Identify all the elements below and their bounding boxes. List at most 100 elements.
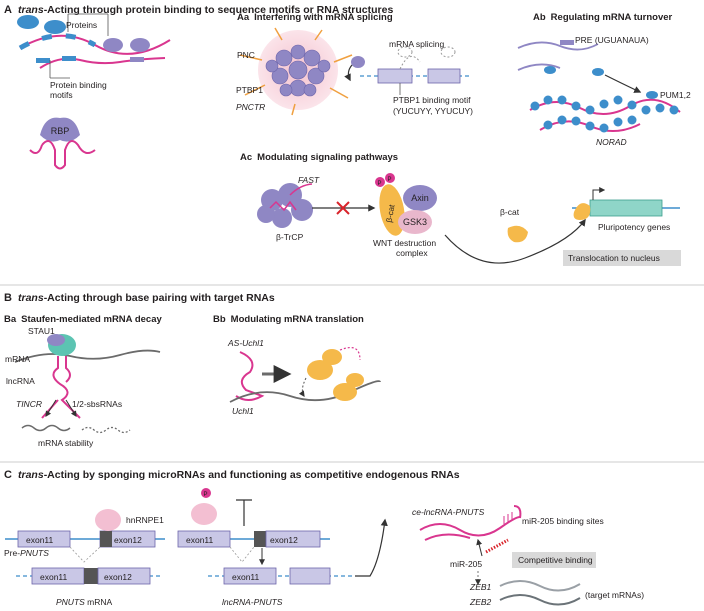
ce-pnuts-label: ce-lncRNA-PNUTS xyxy=(412,507,485,517)
ac-title: Modulating signaling pathways xyxy=(257,152,398,163)
p-label: P xyxy=(378,181,382,187)
exon-box xyxy=(377,68,413,84)
aa-letter: Aa xyxy=(237,12,250,23)
proteins-label: Proteins xyxy=(66,20,97,30)
protein-purple xyxy=(130,38,150,52)
bb-title: Modulating mRNA translation xyxy=(231,314,364,325)
lnc-pnuts-label: lncRNA-PNUTS xyxy=(222,597,283,607)
hnrnpe1-label: hnRNPE1 xyxy=(126,515,164,525)
complex-label-1: WNT destruction xyxy=(373,238,436,248)
tincr-label: TINCR xyxy=(16,399,42,409)
panel-c-cerna: ce-lncRNA-PNUTS miR-205 binding sites mi… xyxy=(412,505,644,607)
exon11-label: exon11 xyxy=(232,572,260,582)
pum-label: PUM1,2 xyxy=(660,90,691,100)
targets-label: (target mRNAs) xyxy=(585,590,644,600)
ac-letter: Ac xyxy=(240,152,252,163)
bcat-label: β-cat xyxy=(385,203,397,223)
hnrnpe1-protein xyxy=(95,509,121,531)
ab-title: Regulating mRNA turnover xyxy=(551,12,673,23)
panel-bb: Bb Modulating mRNA translation AS-Uchl1 U… xyxy=(213,314,381,416)
competitive-box xyxy=(512,552,596,568)
pnc-proteins xyxy=(265,44,331,97)
p-label: P xyxy=(388,177,392,183)
as-uchl1-label: AS-Uchl1 xyxy=(227,338,264,348)
exon12-label: exon12 xyxy=(270,535,298,545)
gsk3-protein xyxy=(398,210,432,234)
ptbp1-label: PTBP1 xyxy=(236,85,263,95)
svg-text:C: C xyxy=(4,469,12,481)
ba-title: Staufen-mediated mRNA decay xyxy=(21,314,162,325)
panel-a-proteins: Proteins Protein binding motifs xyxy=(17,13,171,100)
fast-label: FAST xyxy=(298,175,320,185)
pnctr-label: PNCTR xyxy=(236,102,265,112)
btrcp-protein xyxy=(257,183,313,228)
norad-label: NORAD xyxy=(596,137,627,147)
exon11-label: exon11 xyxy=(40,572,68,582)
translocation-box xyxy=(563,250,681,266)
protein-blue xyxy=(17,15,39,29)
bcat2-label: β-cat xyxy=(500,207,520,217)
panel-c-pre-pnuts: exon11 exon12 hnRNPE1 Pre-PNUTS exon11 e… xyxy=(4,509,165,607)
btrcp-label: β-TrCP xyxy=(276,232,304,242)
motif-label-2: (YUCUYY, YYUCUY) xyxy=(393,106,473,116)
svg-text:trans-Acting through base pair: trans-Acting through base pairing with t… xyxy=(18,292,275,304)
ba-letter: Ba xyxy=(4,314,17,325)
stau1-label: STAU1 xyxy=(28,326,55,336)
section-a-title-em: trans xyxy=(18,4,44,16)
svg-text:trans-Acting through protein b: trans-Acting through protein binding to … xyxy=(18,4,393,16)
ribosome-small xyxy=(307,360,333,380)
section-c-title: -Acting by sponging microRNAs and functi… xyxy=(44,469,460,481)
pre-label: PRE (UGUANAUA) xyxy=(575,35,649,45)
lncrna-label: lncRNA xyxy=(6,376,35,386)
section-b-title-em: trans xyxy=(18,292,44,304)
uchl1-label: Uchl1 xyxy=(232,406,254,416)
ribosome-large xyxy=(322,349,342,365)
section-a-header: A trans-Acting through protein binding t… xyxy=(4,4,393,16)
pnc-complex xyxy=(239,27,353,116)
pum-beads xyxy=(530,95,679,133)
exon11-label: exon11 xyxy=(26,535,54,545)
pnc-label: PNC xyxy=(237,50,255,60)
mir-sites-label: miR-205 binding sites xyxy=(522,516,604,526)
section-c-title-em: trans xyxy=(18,469,44,481)
panel-c-lnc-pnuts: P exon11 exon12 exon11 lncRNA-PNUTS xyxy=(177,488,388,607)
panel-ac: Ac Modulating signaling pathways FAST β-T… xyxy=(240,152,681,266)
tf-protein xyxy=(573,203,591,220)
svg-text:trans-Acting by sponging micro: trans-Acting by sponging microRNAs and f… xyxy=(18,469,460,481)
panel-ba: Ba Staufen-mediated mRNA decay STAU1 mRNA… xyxy=(4,314,162,448)
motifs-label-1: Protein binding xyxy=(50,80,107,90)
bcat2-protein xyxy=(507,225,528,243)
pnuts-mrna-label: mRNA xyxy=(85,597,113,607)
svg-text:PNUTS mRNA: PNUTS mRNA xyxy=(56,597,113,607)
section-a-title: -Acting through protein binding to seque… xyxy=(44,4,394,16)
hnrnpe1-phospho xyxy=(191,503,217,525)
section-b-header: B trans-Acting through base pairing with… xyxy=(4,292,275,304)
pnuts-mrna-label-it: PNUTS xyxy=(56,597,85,607)
motif-label-1: PTBP1 binding motif xyxy=(393,95,471,105)
axin-label: Axin xyxy=(411,193,429,203)
rbp-label: RBP xyxy=(51,126,70,136)
svg-text:A: A xyxy=(4,4,12,16)
pre-pnuts-label: Pre- xyxy=(4,548,20,558)
mrna-label: mRNA xyxy=(5,354,30,364)
gsk3-label: GSK3 xyxy=(403,217,427,227)
splicing-label: mRNA splicing xyxy=(389,39,445,49)
complex-label-2: complex xyxy=(396,248,428,258)
section-b-title: -Acting through base pairing with target… xyxy=(44,292,275,304)
motifs-label-2: motifs xyxy=(50,90,73,100)
panel-a-rbp: RBP xyxy=(29,117,96,170)
gene-box xyxy=(589,199,663,217)
pre-pnuts-label-it: PNUTS xyxy=(20,548,49,558)
protein-purple xyxy=(103,38,123,52)
exon12-label: exon12 xyxy=(114,535,142,545)
zeb2-label: ZEB2 xyxy=(469,597,492,607)
bb-letter: Bb xyxy=(213,314,226,325)
zeb1-label: ZEB1 xyxy=(469,582,492,592)
